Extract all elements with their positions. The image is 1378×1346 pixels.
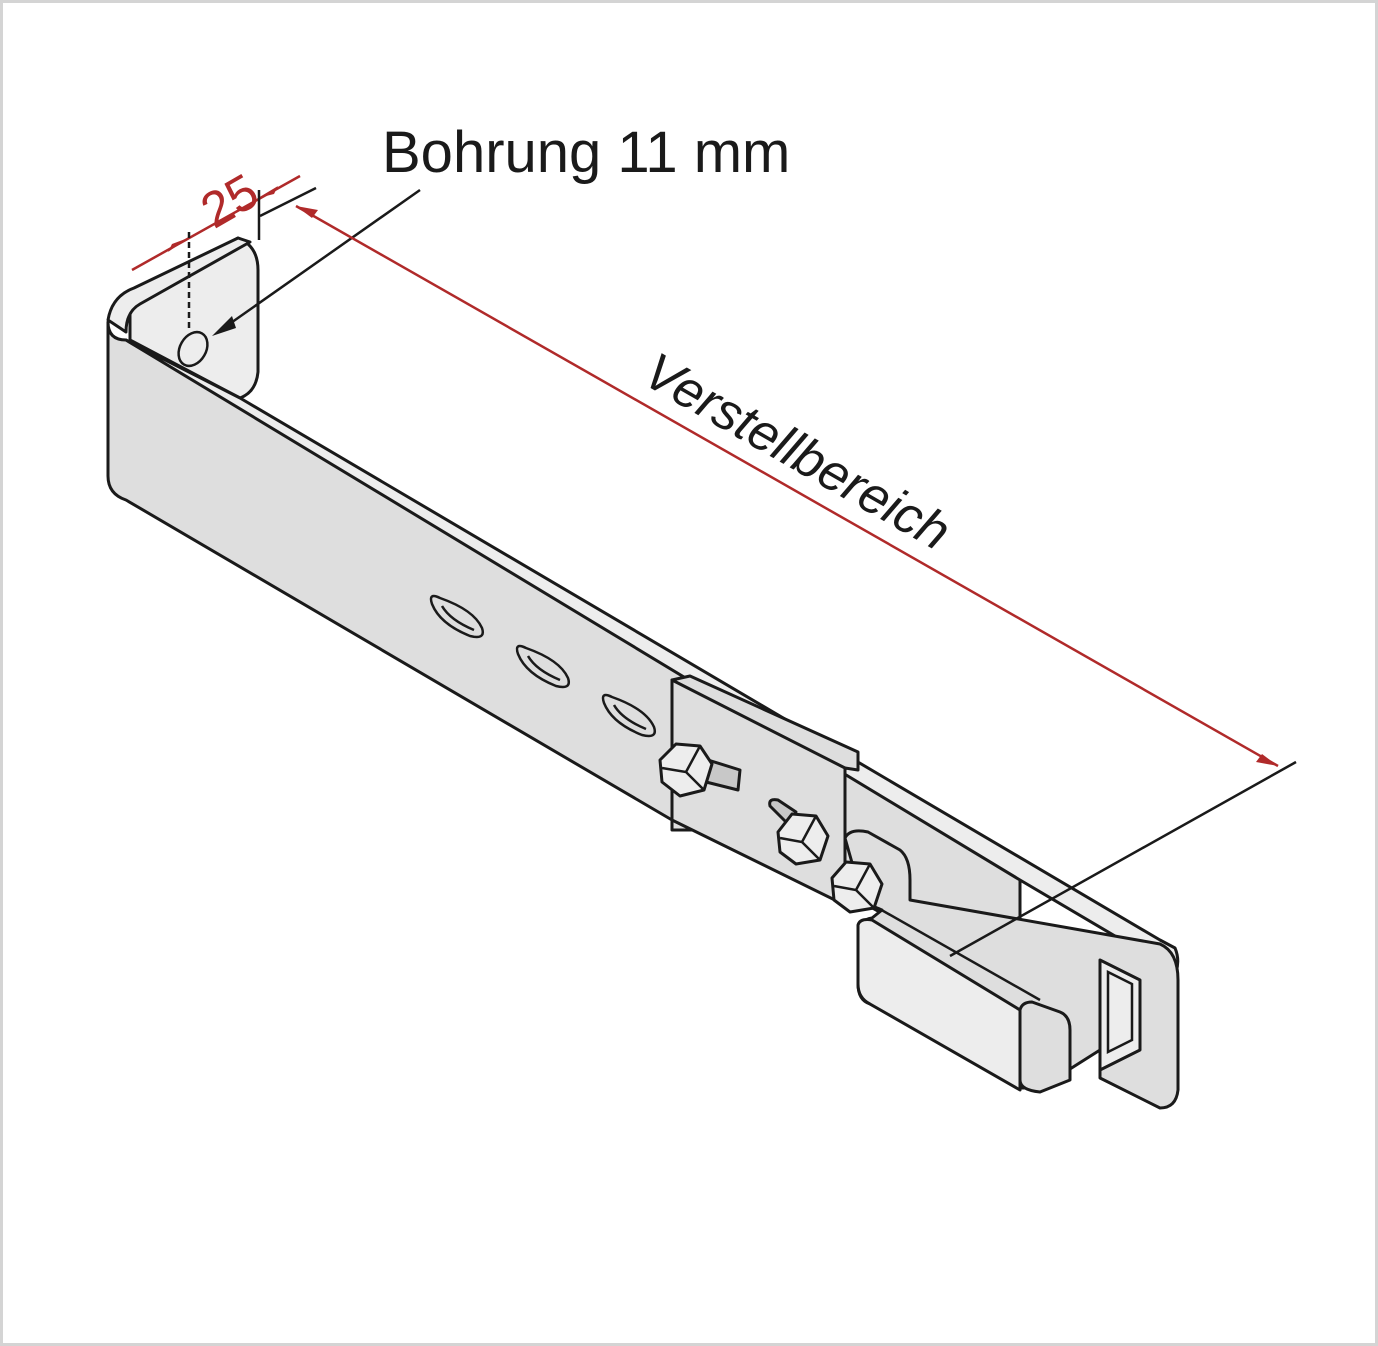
hole-label: Bohrung 11 mm [382,120,790,185]
bolt-2-facets [779,815,821,861]
slot-holes [429,594,656,738]
slot-hole-1 [429,594,484,639]
width-arrow-right [258,186,278,198]
bolt-1-facets [661,745,705,791]
right-hook-end-face [1018,1000,1072,1094]
bolt-2 [768,798,830,866]
hole-callout: Bohrung 11 mm [212,120,790,336]
width-arrow-left [168,238,188,252]
range-extension-bottom [949,760,1297,958]
bracket [106,236,1180,1110]
hole-leader-arrow [212,316,236,336]
range-label: Verstellbereich [634,342,960,562]
hook-fold-line [877,906,1041,1002]
range-arrow-end [1256,754,1278,766]
range-extension-top [259,186,317,218]
bolt-1 [658,742,742,798]
slot-hole-3-inner [612,704,647,731]
bolt-3 [830,860,884,914]
bolt-3-facets [833,863,875,909]
back-plate [1098,958,1142,1072]
slot-hole-3 [601,693,656,738]
slot-hole-2 [515,644,570,689]
mounting-hole [177,330,209,368]
range-dimension-line [295,204,1279,768]
right-hook-front [856,918,1022,1092]
width-dimension-label: 25 [191,163,267,239]
hole-leader-line [217,188,421,334]
back-plate-slot [1106,969,1134,1055]
slot-hole-2-inner [526,655,561,682]
slot-hole-1-inner [440,605,475,632]
range-arrow-start [296,206,318,218]
main-bar-top [124,338,1180,974]
left-bend-top [106,236,252,334]
